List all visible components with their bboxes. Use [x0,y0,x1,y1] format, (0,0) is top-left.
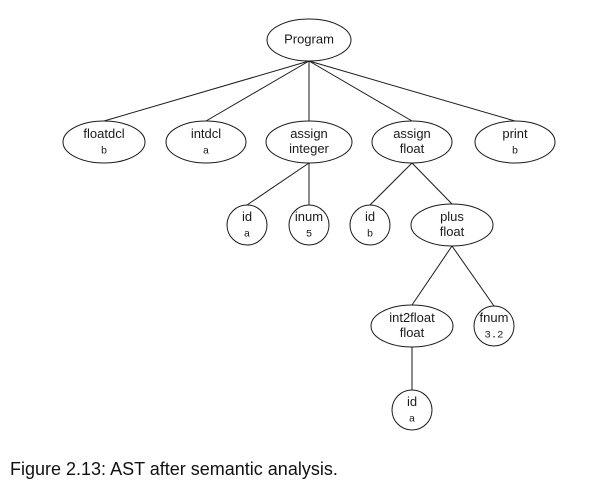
node-ellipse [266,18,352,62]
node-value: b [512,145,518,157]
node-label: id [365,209,375,224]
node-ellipse [371,120,453,164]
edge-assign-float-to-plus-float [411,162,453,205]
node-fnum: fnum 3.2 [473,305,515,347]
node-print: print b [474,120,556,164]
node-ellipse [473,305,515,347]
node-label: integer [289,141,329,156]
node-value: a [244,228,250,240]
edge-assign-float-to-id-b [369,162,413,206]
node-label: int2float [389,310,435,325]
node-program: Program [266,18,352,62]
node-value: 3.2 [485,329,504,341]
node-ellipse [62,120,146,164]
node-label: float [440,224,465,239]
node-label: floatdcl [83,126,124,141]
node-value: 5 [306,228,312,240]
edge-program-to-assign-float [308,60,413,122]
edge-plus-float-to-int2float-float [411,245,453,306]
node-ellipse [349,204,391,246]
node-value: b [101,145,107,157]
node-ellipse [265,120,353,164]
edge-assign-integer-to-id-a [246,162,310,206]
node-ellipse [391,389,433,431]
node-ellipse [410,203,494,247]
node-label: plus [440,209,464,224]
edges-layer [103,60,516,390]
node-id-a-bottom: id a [391,389,433,431]
node-label: float [400,141,425,156]
node-value: b [367,228,373,240]
node-label: fnum [480,310,509,325]
node-ellipse [474,120,556,164]
edge-program-to-intdcl [205,60,310,122]
node-floatdcl: floatdcl b [62,120,146,164]
node-label: float [400,325,425,340]
node-label: id [242,209,252,224]
node-value: a [409,413,415,425]
node-label: id [407,394,417,409]
node-label: intdcl [191,126,221,141]
node-label: assign [393,126,431,141]
node-intdcl: intdcl a [165,120,247,164]
node-label: assign [290,126,328,141]
edge-program-to-print [308,60,516,122]
node-id-b: id b [349,204,391,246]
node-label: inum [295,209,323,224]
node-label: print [502,126,528,141]
node-value: a [203,145,209,157]
nodes-layer: Programfloatdclbintdclaassignintegerassi… [62,18,556,431]
node-id-a: id a [226,204,268,246]
node-ellipse [226,204,268,246]
figure-caption: Figure 2.13: AST after semantic analysis… [10,459,338,479]
edge-program-to-floatdcl [103,60,310,122]
node-label: Program [284,31,334,46]
node-ellipse [288,204,330,246]
edge-plus-float-to-fnum [451,245,495,307]
node-ellipse [370,304,454,348]
node-ellipse [165,120,247,164]
node-inum: inum 5 [288,204,330,246]
